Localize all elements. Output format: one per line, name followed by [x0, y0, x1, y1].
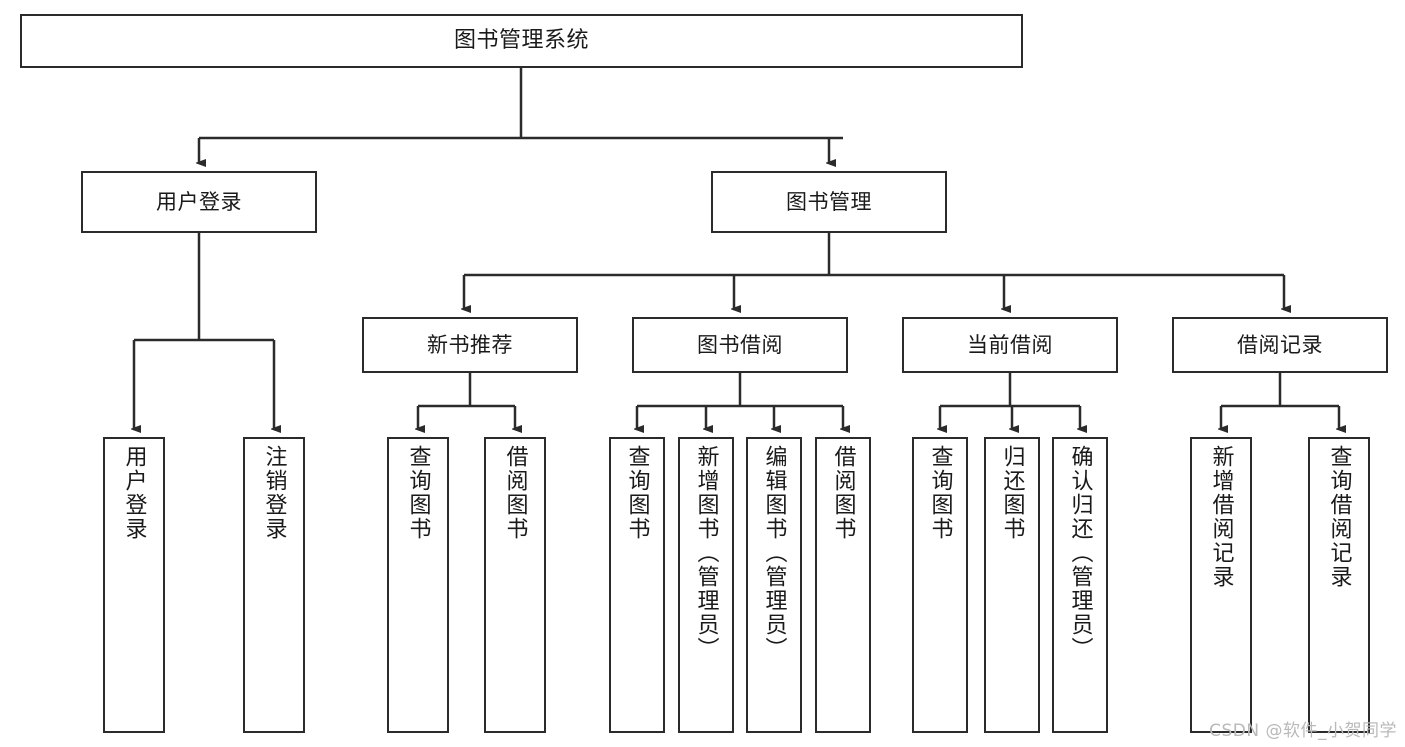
node-new-book-rec[interactable]: 新书推荐: [362, 317, 578, 373]
node-leaf-query-book-1[interactable]: 查询图书: [387, 437, 449, 733]
node-leaf-query-record-label: 查询借阅记录: [1326, 445, 1352, 589]
watermark: CSDN @软件_小贺同学: [1209, 721, 1397, 741]
node-leaf-add-book[interactable]: 新增图书（管理员）: [678, 437, 734, 733]
node-leaf-return-book[interactable]: 归还图书: [984, 437, 1040, 733]
node-book-borrow-label: 图书借阅: [697, 332, 783, 357]
node-book-borrow[interactable]: 图书借阅: [632, 317, 848, 373]
node-leaf-add-book-label: 新增图书（管理员）: [693, 445, 719, 661]
node-leaf-query-book-3-label: 查询图书: [927, 445, 953, 541]
node-leaf-query-book-3[interactable]: 查询图书: [912, 437, 968, 733]
node-leaf-logout[interactable]: 注销登录: [243, 437, 305, 733]
node-user-login[interactable]: 用户登录: [81, 171, 317, 233]
node-current-borrow-label: 当前借阅: [967, 332, 1053, 357]
node-leaf-user-login[interactable]: 用户登录: [103, 437, 165, 733]
node-leaf-borrow-book-1-label: 借阅图书: [502, 445, 528, 541]
node-user-login-label: 用户登录: [156, 189, 242, 214]
node-leaf-return-book-label: 归还图书: [999, 445, 1025, 541]
node-leaf-add-record[interactable]: 新增借阅记录: [1190, 437, 1252, 733]
node-leaf-query-book-2-label: 查询图书: [624, 445, 650, 541]
node-leaf-edit-book[interactable]: 编辑图书（管理员）: [746, 437, 802, 733]
node-leaf-query-book-2[interactable]: 查询图书: [609, 437, 665, 733]
node-borrow-record[interactable]: 借阅记录: [1172, 317, 1388, 373]
node-leaf-borrow-book-2[interactable]: 借阅图书: [815, 437, 871, 733]
node-book-manage-label: 图书管理: [786, 189, 872, 214]
node-leaf-edit-book-label: 编辑图书（管理员）: [761, 445, 787, 661]
node-leaf-query-book-1-label: 查询图书: [405, 445, 431, 541]
node-leaf-borrow-book-2-label: 借阅图书: [830, 445, 856, 541]
node-root-label: 图书管理系统: [453, 28, 589, 54]
node-leaf-user-login-label: 用户登录: [121, 445, 147, 541]
node-leaf-add-record-label: 新增借阅记录: [1208, 445, 1234, 589]
node-leaf-query-record[interactable]: 查询借阅记录: [1308, 437, 1370, 733]
node-leaf-borrow-book-1[interactable]: 借阅图书: [484, 437, 546, 733]
node-leaf-logout-label: 注销登录: [261, 445, 287, 541]
node-leaf-confirm-return-label: 确认归还（管理员）: [1067, 445, 1093, 661]
node-leaf-confirm-return[interactable]: 确认归还（管理员）: [1052, 437, 1108, 733]
node-book-manage[interactable]: 图书管理: [711, 171, 947, 233]
node-root[interactable]: 图书管理系统: [20, 14, 1023, 68]
node-borrow-record-label: 借阅记录: [1237, 332, 1323, 357]
node-new-book-rec-label: 新书推荐: [427, 332, 513, 357]
node-current-borrow[interactable]: 当前借阅: [902, 317, 1118, 373]
